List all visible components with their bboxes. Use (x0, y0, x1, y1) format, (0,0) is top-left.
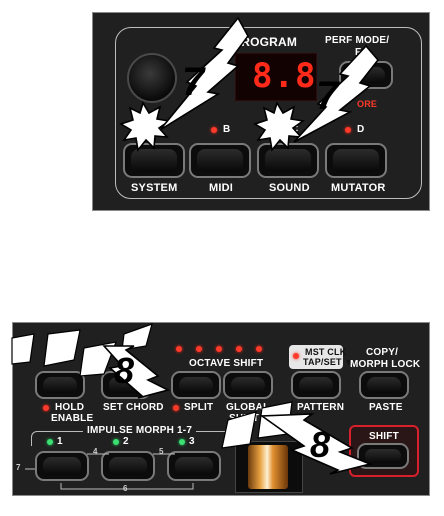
mst-clk-label: MST CLK (305, 347, 347, 357)
lightning-arrow-icon (259, 413, 373, 475)
slot-d-led (345, 127, 351, 133)
paste-label: PASTE (369, 402, 403, 413)
global-label: GLOBAL (226, 402, 270, 413)
pattern-button[interactable] (291, 371, 341, 399)
store-label: ORE (357, 99, 378, 109)
octave-shift-label: OCTAVE SHIFT (189, 358, 264, 369)
morph-button-2[interactable] (101, 451, 155, 481)
shift-button[interactable] (357, 443, 409, 469)
morph-led-1 (47, 439, 53, 445)
bracket-number-4: 4 (93, 447, 98, 456)
hold-led (43, 405, 49, 411)
tap-set-label: TAP/SET ▼ (303, 357, 354, 367)
annotation-number: 8 (310, 424, 331, 465)
morph-button-1[interactable] (35, 451, 89, 481)
morph-led-2 (113, 439, 119, 445)
copy-morph-label-2: MORPH LOCK (350, 359, 421, 370)
copy-morph-lock-button[interactable] (359, 371, 409, 399)
slot-d-label: D (357, 124, 365, 135)
impulse-morph-label: IMPULSE MORPH 1-7 (83, 425, 197, 436)
pattern-label: PATTERN (297, 402, 345, 413)
section-outline (115, 27, 422, 199)
mod-wheel-body (248, 445, 288, 489)
annotation-number: 7 (182, 60, 205, 104)
set-chord-label: SET CHORD (103, 402, 164, 413)
program-header: PROGRAM (233, 35, 298, 49)
hold-button[interactable] (35, 371, 85, 399)
bracket-number-7: 7 (16, 463, 21, 472)
display-digits: 8.8 (252, 56, 317, 96)
octave-led (236, 346, 242, 352)
morph-number-1: 1 (57, 436, 63, 447)
bracket-number-6: 6 (123, 484, 128, 493)
slot-b-led (211, 127, 217, 133)
morph-button-3[interactable] (167, 451, 221, 481)
lightning-arrow-icon (102, 345, 171, 399)
sound-button[interactable] (257, 143, 319, 178)
system-button-label: SYSTEM (131, 182, 178, 194)
octave-led (196, 346, 202, 352)
morph-bracket-lines (25, 453, 194, 490)
split-label: SPLIT (184, 402, 214, 413)
mst-clk-led (293, 353, 299, 359)
annotation-layer-top (119, 16, 380, 152)
highlight-wedge (11, 323, 153, 377)
shift-label: SHIFT (369, 431, 399, 442)
lower-panel: OCTAVE SHIFT MST CLK TAP/SET ▼ COPY/ MOR… (12, 322, 430, 496)
morph-led-3 (179, 439, 185, 445)
annotation-number: 7 (316, 74, 339, 118)
octave-led (176, 346, 182, 352)
annotation-number: 8 (114, 350, 135, 391)
copy-morph-label: COPY/ (366, 347, 399, 358)
mutator-button-label: MUTATOR (331, 182, 386, 194)
midi-button-label: MIDI (209, 182, 234, 194)
bracket-number-5: 5 (159, 447, 164, 456)
morph-number-3: 3 (189, 436, 195, 447)
octave-led (216, 346, 222, 352)
starburst-icon (253, 101, 306, 152)
mutator-button[interactable] (325, 143, 387, 178)
lightning-arrow-icon (159, 16, 249, 131)
slot-b-label: B (223, 124, 231, 135)
perf-mode-label: PERF MODE/ (325, 35, 390, 46)
lightning-arrow-icon (293, 44, 380, 143)
morph-number-2: 2 (123, 436, 129, 447)
rotary-knob[interactable] (127, 53, 177, 103)
split-led (173, 405, 179, 411)
perf-mode-label-2: F (355, 47, 362, 58)
enable-label: ENABLE (51, 413, 94, 424)
midi-button[interactable] (189, 143, 251, 178)
system-button[interactable] (123, 143, 185, 178)
starburst-icon (119, 101, 172, 152)
octave-down-button[interactable] (171, 371, 221, 399)
sound-button-label: SOUND (269, 182, 310, 194)
octave-up-button[interactable] (223, 371, 273, 399)
hold-label: HOLD (55, 402, 85, 413)
program-display: 8.8 (235, 53, 317, 101)
octave-led (256, 346, 262, 352)
